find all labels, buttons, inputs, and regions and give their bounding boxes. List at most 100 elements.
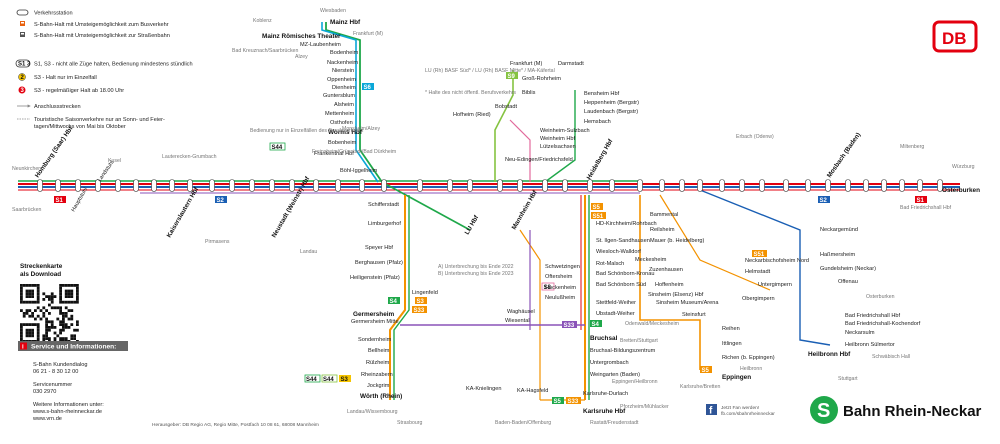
station-heilbronn-suelmertor[interactable]: Heilbronn Sülmertor [845, 342, 895, 348]
station-weinheim-sulzbach[interactable]: Weinheim-Sulzbach [540, 128, 590, 134]
station-ka-durlach2[interactable]: Karlsruhe-Durlach [583, 391, 628, 397]
station-karlsruhe[interactable]: Karlsruhe Hbf [583, 408, 626, 415]
station-mettenheim[interactable]: Mettenheim [325, 111, 355, 117]
station-biblis[interactable]: Biblis [522, 90, 536, 96]
station-frankenthal[interactable]: Frankenthal Hbf [314, 151, 354, 157]
station-speyer[interactable]: Speyer Hbf [365, 245, 393, 251]
station-dienheim[interactable]: Dienheim [332, 85, 356, 91]
station-ittlingen[interactable]: Ittlingen [722, 341, 742, 347]
facebook-link[interactable]: fb.com/sbahnrheinneckar [721, 411, 775, 417]
station-wiesloch[interactable]: Wiesloch-Walldorf [596, 249, 641, 255]
station-neu-edingen[interactable]: Neu-Edingen/Friedrichsfeld [505, 157, 573, 163]
station-waghaeusel[interactable]: Waghäusel [507, 309, 535, 315]
station-reilsheim[interactable]: Reilsheim [650, 227, 675, 233]
station-germersheim-mitte[interactable]: Germersheim Mitte [351, 319, 399, 325]
station-schifferstadt[interactable]: Schifferstadt [368, 202, 399, 208]
station-nierstein[interactable]: Nierstein [332, 68, 354, 74]
station-mannheim[interactable]: Mannheim Hbf [511, 189, 540, 231]
station-luetzelsachsen[interactable]: Lützelsachsen [540, 144, 576, 150]
station-roelsheim[interactable]: Rülzheim [366, 360, 390, 366]
station-eppingen[interactable]: Eppingen [722, 374, 751, 381]
station-neckargemuend[interactable]: Neckargemünd [820, 227, 858, 233]
station-bensheim[interactable]: Bensheim Hbf [584, 91, 620, 97]
station-laudenbach[interactable]: Laudenbach (Bergstr) [584, 109, 638, 115]
station-limburgerhof[interactable]: Limburgerhof [368, 221, 401, 227]
station-bad-schoenborn-k[interactable]: Bad Schönborn-Kronau [596, 271, 654, 277]
station-bellheim[interactable]: Bellheim [368, 348, 390, 354]
station-hoffenheim[interactable]: Hoffenheim [655, 282, 684, 288]
station-stettfeld[interactable]: Stettfeld-Weiher [596, 300, 636, 306]
station-worms[interactable]: Worms Hbf [328, 129, 363, 136]
station-mauer[interactable]: Mauer (b. Heidelberg) [650, 238, 705, 244]
station-weinheim[interactable]: Weinheim Hbf [540, 136, 575, 142]
station-helmstadt[interactable]: Helmstadt [745, 269, 771, 275]
website-link[interactable]: www.s-bahn-rheinneckar.de [32, 409, 102, 415]
station-richen[interactable]: Richen (b. Eppingen) [722, 355, 775, 361]
station-hemsbach[interactable]: Hemsbach [584, 119, 611, 125]
station-reihen[interactable]: Reihen [722, 326, 740, 332]
station-darmstadt[interactable]: Darmstadt [558, 61, 584, 67]
station-bad-friedrichshall[interactable]: Bad Friedrichshall Hbf [845, 313, 900, 319]
station-hofheim[interactable]: Hofheim (Ried) [453, 112, 491, 118]
station-rheinzabern[interactable]: Rheinzabern [361, 372, 393, 378]
facebook-icon[interactable] [706, 404, 717, 415]
station-mz-laubenheim[interactable]: MZ-Laubenheim [300, 42, 341, 48]
station-zuzenhausen[interactable]: Zuzenhausen [649, 267, 683, 273]
station-bruchsal[interactable]: Bruchsal [590, 335, 618, 342]
station-untergimpern[interactable]: Untergimpern [758, 282, 792, 288]
station-osterburken[interactable]: Osterburken [942, 187, 980, 194]
station-boehl[interactable]: Böhl-Iggelheim [340, 168, 378, 174]
station-neulussheim[interactable]: Neulußheim [545, 295, 575, 301]
station-lingenfeld[interactable]: Lingenfeld [412, 290, 438, 296]
station-sinsheim-museum[interactable]: Sinsheim Museum/Arena [656, 300, 719, 306]
station-steinsfurt[interactable]: Steinsfurt [682, 312, 706, 318]
station-ka-knielingen[interactable]: KA-Knielingen [466, 386, 501, 392]
station-mainz-theater[interactable]: Mainz Römisches Theater [262, 33, 341, 40]
vrn-link[interactable]: www.vrn.de [32, 416, 62, 422]
station-gross-rohrheim[interactable]: Groß-Rohrheim [522, 76, 561, 82]
qr-code-icon[interactable] [20, 284, 79, 343]
station-bodenheim[interactable]: Bodenheim [330, 50, 359, 56]
station-ubstadt[interactable]: Ubstadt-Weiher [596, 311, 635, 317]
station-meckesheim[interactable]: Meckesheim [635, 257, 667, 263]
station-oftersheim[interactable]: Oftersheim [545, 274, 573, 280]
station-obergimpern[interactable]: Obergimpern [742, 296, 775, 302]
station-bad-schoenborn-s[interactable]: Bad Schönborn Süd [596, 282, 646, 288]
station-heppenheim[interactable]: Heppenheim (Bergstr) [584, 100, 639, 106]
station-alsheim[interactable]: Alsheim [334, 102, 354, 108]
station-neckarsulm[interactable]: Neckarsulm [845, 330, 875, 336]
station-bruchsal-bz[interactable]: Bruchsal-Bildungszentrum [590, 348, 656, 354]
station-mosbach[interactable]: Mosbach (Baden) [826, 131, 862, 179]
station-neckarbischofsheim[interactable]: Neckarbischofsheim Nord [745, 258, 809, 264]
station-wiesental[interactable]: Wiesental [505, 318, 530, 324]
station-heilbronn[interactable]: Heilbronn Hbf [808, 351, 851, 358]
station-oppenheim[interactable]: Oppenheim [327, 77, 356, 83]
station-mainz-hbf[interactable]: Mainz Hbf [330, 19, 361, 26]
station-heidelberg[interactable]: Heidelberg Hbf [586, 137, 615, 181]
station-rot-malsch[interactable]: Rot-Malsch [596, 261, 624, 267]
station-bad-friedrichshall-k[interactable]: Bad Friedrichshall-Kochendorf [845, 321, 921, 327]
station-osthofen[interactable]: Osthofen [330, 120, 353, 126]
station-schwetzingen[interactable]: Schwetzingen [545, 264, 580, 270]
station-gundelsheim[interactable]: Gundelsheim (Neckar) [820, 266, 876, 272]
station-ludwigshafen[interactable]: LU Hbf [464, 214, 481, 236]
station-guntersblum[interactable]: Guntersblum [323, 93, 355, 99]
station-frankfurt[interactable]: Frankfurt (M) [510, 61, 542, 67]
station-berghausen[interactable]: Berghausen (Pfalz) [355, 260, 403, 266]
station-nackenheim[interactable]: Nackenheim [327, 60, 358, 66]
station-jockgrim[interactable]: Jockgrim [367, 383, 390, 389]
station-bammental[interactable]: Bammental [650, 212, 678, 218]
station-heiligenstein[interactable]: Heiligenstein (Pfalz) [350, 275, 400, 281]
station-hd-kirchheim[interactable]: HD-Kirchheim/Rohrbach [596, 221, 657, 227]
station-bobstadt[interactable]: Bobstadt [495, 104, 518, 110]
station-ka-hagsfeld[interactable]: KA-Hagsfeld [517, 388, 548, 394]
station-untergrombach[interactable]: Untergrombach [590, 360, 629, 366]
station-st-ilgen[interactable]: St. Ilgen-Sandhausen [596, 238, 650, 244]
station-offenau[interactable]: Offenau [838, 279, 858, 285]
station-kaiserslautern[interactable]: Kaiserslautern Hbf [166, 186, 201, 239]
station-weingarten[interactable]: Weingarten (Baden) [590, 372, 640, 378]
station-hockenheim[interactable]: Hockenheim [545, 285, 576, 291]
station-woerth[interactable]: Wörth (Rhein) [360, 393, 402, 400]
station-hassmersheim[interactable]: Haßmersheim [820, 252, 855, 258]
station-bobenheim[interactable]: Bobenheim [328, 140, 357, 146]
